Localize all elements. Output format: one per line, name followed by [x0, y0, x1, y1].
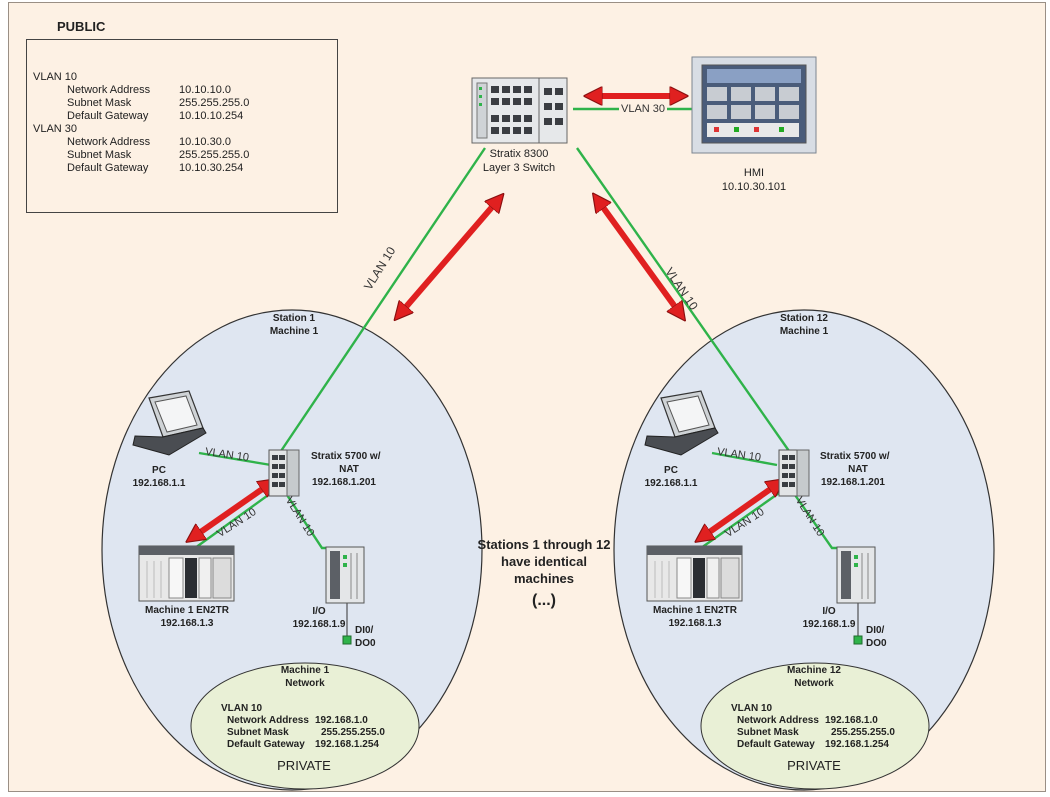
dio-1-label2: DO0	[355, 638, 376, 649]
stratix-8300-icon	[472, 78, 567, 143]
public-vlan10-key: Default Gateway	[67, 110, 148, 122]
arrow-core-station12	[597, 199, 681, 315]
machine-12-private-label: PRIVATE	[769, 758, 859, 773]
machine-12-network-title: Machine 12	[771, 665, 857, 676]
stratix-5700-12-name: Stratix 5700 w/	[820, 451, 889, 462]
vlan-label-core-hmi: VLAN 30	[619, 103, 667, 115]
pc-12-name: PC	[646, 465, 696, 476]
controller-1-name: Machine 1 EN2TR	[127, 605, 247, 616]
station-1-subtitle: Machine 1	[259, 326, 329, 337]
io-12-name: I/O	[799, 606, 859, 617]
stratix-5700-1-name: Stratix 5700 w/	[311, 451, 380, 462]
public-vlan10-value: 255.255.255.0	[179, 97, 249, 109]
pc-1-name: PC	[134, 465, 184, 476]
io-12-ip: 192.168.1.9	[797, 619, 861, 630]
io-12-icon	[837, 547, 875, 603]
public-vlan10-label: VLAN 10	[33, 71, 77, 83]
stratix-5700-12-ip: 192.168.1.201	[821, 477, 885, 488]
stratix-5700-1-ip: 192.168.1.201	[312, 477, 376, 488]
public-vlan30-key: Default Gateway	[67, 162, 148, 174]
machine-1-private-label: PRIVATE	[259, 758, 349, 773]
machine-12-net-value: 192.168.1.254	[825, 739, 889, 750]
middle-note-line2: have identical	[469, 554, 619, 569]
hmi-icon	[692, 57, 816, 153]
public-vlan30-value: 255.255.255.0	[179, 149, 249, 161]
public-vlan30-key: Network Address	[67, 136, 150, 148]
station-12-title: Station 12	[766, 313, 842, 324]
public-vlan30-value: 10.10.30.0	[179, 136, 231, 148]
middle-note-line1: Stations 1 through 12	[469, 537, 619, 552]
machine-1-network-title: Machine 1	[265, 665, 345, 676]
machine-12-net-key: Subnet Mask	[737, 727, 799, 738]
dio-1-label1: DI0/	[355, 625, 373, 636]
pc-1-ip: 192.168.1.1	[129, 478, 189, 489]
public-vlan30-key: Subnet Mask	[67, 149, 131, 161]
middle-note-ellipsis: (...)	[469, 592, 619, 610]
core-switch-role: Layer 3 Switch	[459, 162, 579, 174]
hmi-ip: 10.10.30.101	[694, 181, 814, 193]
machine-12-net-value: 192.168.1.0	[825, 715, 878, 726]
dio-12-label2: DO0	[866, 638, 887, 649]
dio-12-terminal	[854, 636, 862, 644]
controller-1-ip: 192.168.1.3	[127, 618, 247, 629]
network-diagram: PUBLIC VLAN 10 Network Address 10.10.10.…	[8, 2, 1046, 792]
public-vlan10-value: 10.10.10.0	[179, 84, 231, 96]
machine-12-net-value: 255.255.255.0	[831, 727, 895, 738]
public-vlan30-label: VLAN 30	[33, 123, 77, 135]
pc-12-ip: 192.168.1.1	[641, 478, 701, 489]
controller-1-icon	[139, 546, 234, 601]
middle-note-line3: machines	[469, 571, 619, 586]
public-title: PUBLIC	[57, 19, 105, 34]
core-switch-name: Stratix 8300	[459, 148, 579, 160]
machine-1-net-vlan: VLAN 10	[221, 703, 262, 714]
io-1-name: I/O	[289, 606, 349, 617]
public-vlan10-key: Network Address	[67, 84, 150, 96]
machine-1-net-value: 192.168.1.0	[315, 715, 368, 726]
machine-1-net-value: 255.255.255.0	[321, 727, 385, 738]
stratix-5700-12-icon	[779, 450, 809, 496]
io-1-ip: 192.168.1.9	[287, 619, 351, 630]
machine-12-net-key: Default Gateway	[737, 739, 815, 750]
station-12-subtitle: Machine 1	[766, 326, 842, 337]
stratix-5700-1-name2: NAT	[309, 464, 389, 475]
public-vlan10-value: 10.10.10.254	[179, 110, 243, 122]
dio-1-terminal	[343, 636, 351, 644]
machine-12-net-key: Network Address	[737, 715, 819, 726]
controller-12-name: Machine 1 EN2TR	[635, 605, 755, 616]
public-vlan10-key: Subnet Mask	[67, 97, 131, 109]
arrow-core-station1	[399, 199, 499, 315]
stratix-5700-1-icon	[269, 450, 299, 496]
stratix-5700-12-name2: NAT	[818, 464, 898, 475]
machine-1-net-key: Default Gateway	[227, 739, 305, 750]
hmi-name: HMI	[694, 167, 814, 179]
dio-12-label1: DI0/	[866, 625, 884, 636]
machine-1-net-key: Subnet Mask	[227, 727, 289, 738]
machine-1-net-value: 192.168.1.254	[315, 739, 379, 750]
station-1-title: Station 1	[259, 313, 329, 324]
machine-12-net-vlan: VLAN 10	[731, 703, 772, 714]
io-1-icon	[326, 547, 364, 603]
machine-1-network-subtitle: Network	[265, 678, 345, 689]
machine-12-network-subtitle: Network	[771, 678, 857, 689]
public-vlan30-value: 10.10.30.254	[179, 162, 243, 174]
controller-12-ip: 192.168.1.3	[635, 618, 755, 629]
machine-1-net-key: Network Address	[227, 715, 309, 726]
controller-12-icon	[647, 546, 742, 601]
